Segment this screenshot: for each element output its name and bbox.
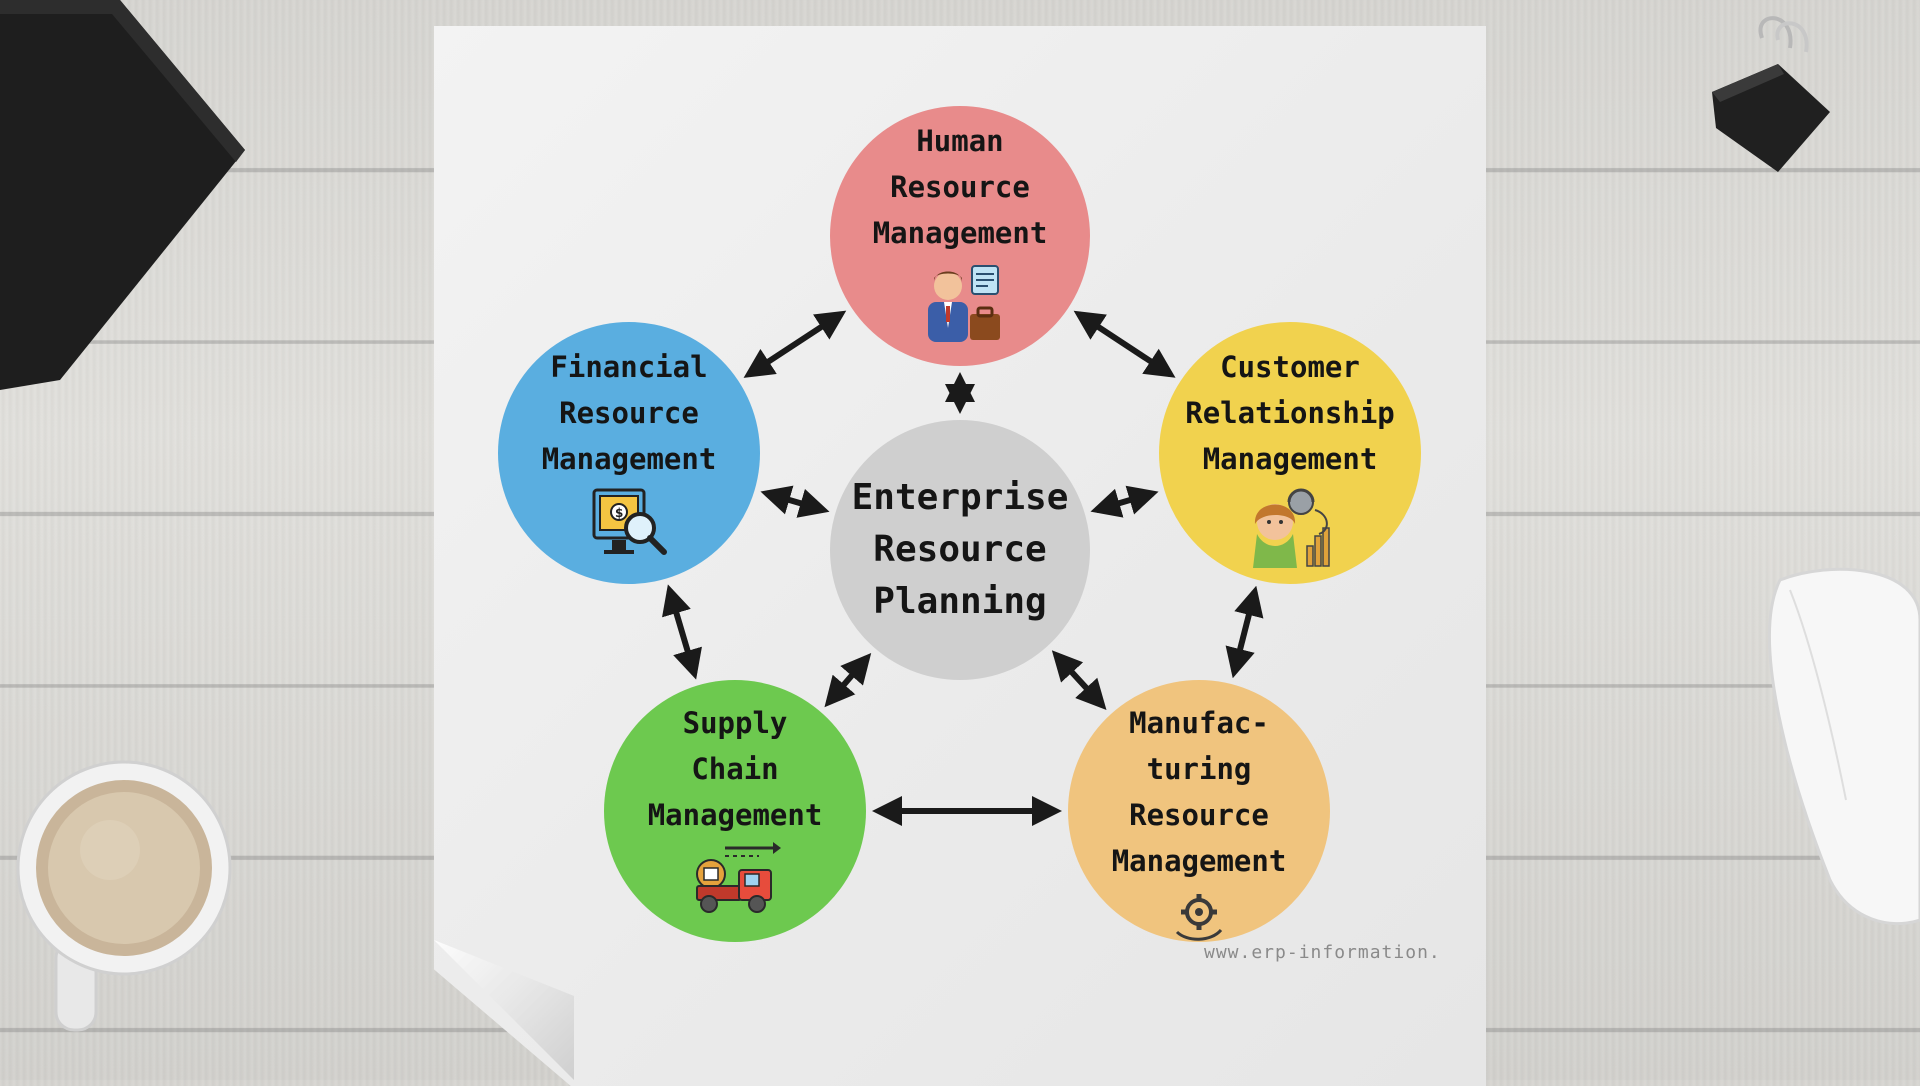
node-supply-chain: Supply Chain Management [604, 680, 866, 942]
node-customer-relationship: Customer Relationship Management [1159, 322, 1421, 584]
mouse-decoration [1768, 567, 1920, 926]
node-manufacturing: Manufac- turing Resource Management [1068, 680, 1330, 942]
node-erp-center: Enterprise Resource Planning [830, 420, 1090, 680]
arrow-crm-erp [1090, 485, 1159, 518]
financial-analysis-icon: $ [590, 484, 668, 568]
node-financial-resource: Financial Resource Management $ [498, 322, 760, 584]
arrow-scm-fin [662, 584, 702, 680]
customer-support-icon [1245, 484, 1335, 572]
node-label: Human Resource Management [872, 124, 1048, 250]
binder-clip-decoration [1712, 16, 1830, 172]
node-label: Supply Chain Management [647, 706, 823, 832]
center-label: Enterprise Resource Planning [851, 477, 1069, 622]
coffee-cup-decoration [16, 760, 232, 1032]
arrow-hr-fin [743, 310, 847, 378]
arrow-fin-erp [760, 485, 830, 518]
notebook-decoration [0, 0, 245, 390]
employee-icon [918, 258, 1002, 348]
gear-hand-icon [1171, 886, 1227, 946]
node-label: Financial Resource Management [541, 350, 717, 476]
watermark-url: www.erp-information. [1204, 942, 1441, 963]
arrow-scm-erp [824, 653, 872, 708]
delivery-truck-icon [689, 840, 781, 920]
arrow-crm-mfg [1225, 585, 1264, 679]
svg-text:$: $ [615, 506, 623, 520]
node-label: Manufac- turing Resource Management [1111, 706, 1287, 878]
arrow-hr-crm [1073, 310, 1176, 378]
node-human-resource: Human Resource Management [830, 106, 1090, 366]
node-label: Customer Relationship Management [1185, 350, 1395, 476]
arrow-mfg-erp [1051, 650, 1107, 710]
